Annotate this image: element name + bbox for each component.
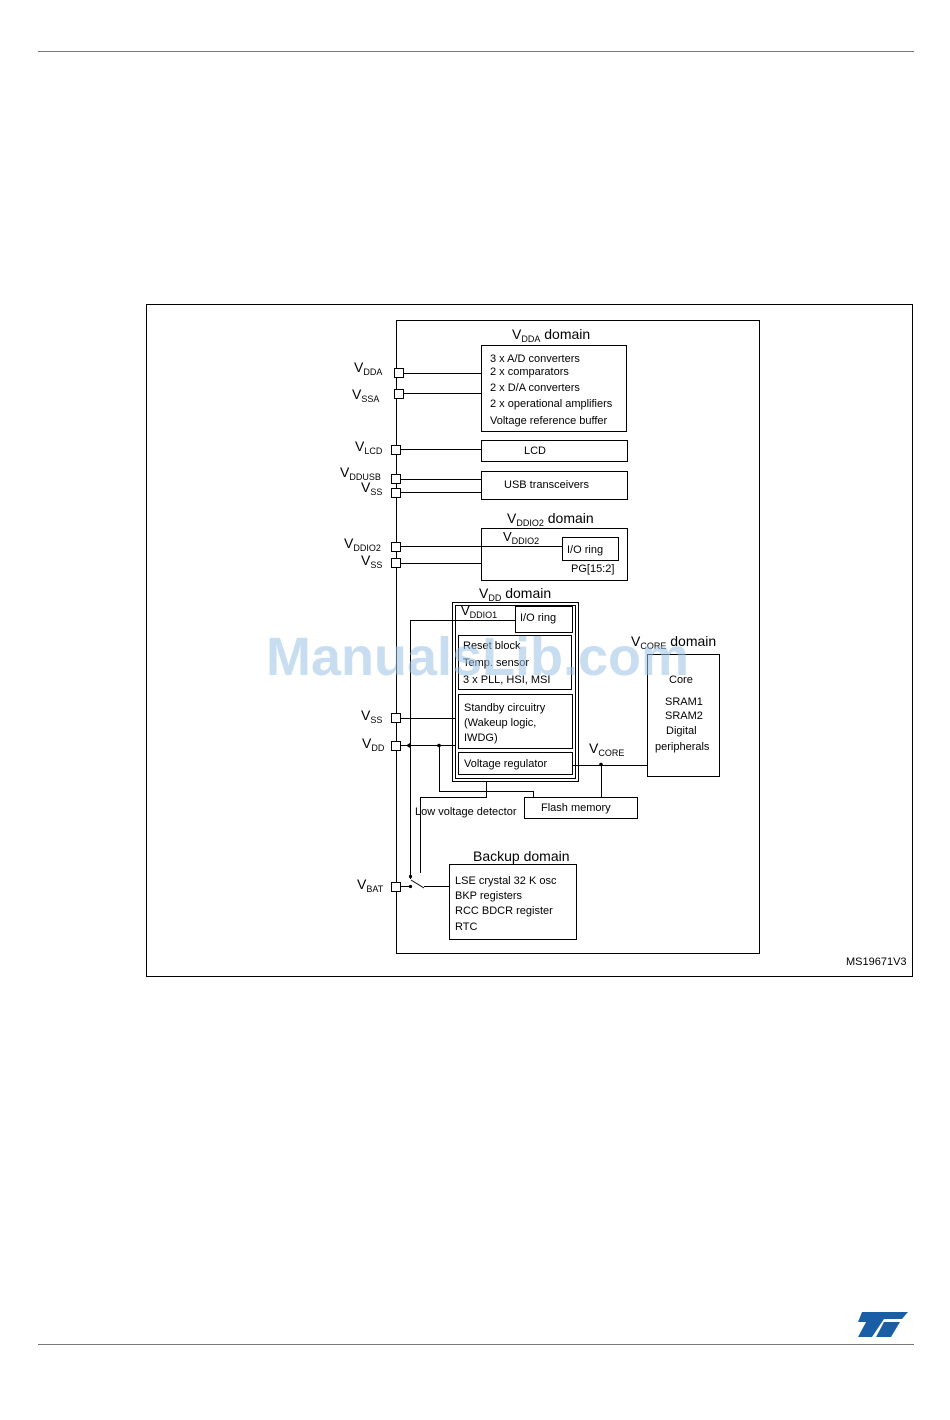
reset-item: Reset block [463, 640, 521, 652]
standby-item: IWDG) [464, 732, 498, 744]
io-ring-1-label: I/O ring [520, 612, 556, 624]
usb-block [481, 471, 628, 500]
core-item: SRAM1 [665, 696, 703, 708]
pin-vdd [391, 741, 401, 751]
analog-item: 2 x D/A converters [490, 382, 580, 394]
chip-boundary [396, 320, 760, 954]
core-item: Digital [666, 725, 697, 737]
standby-item: (Wakeup logic, [464, 717, 536, 729]
regulator-label: Voltage regulator [464, 758, 548, 770]
pin-label-vlcd: VLCD [355, 438, 383, 456]
power-switch [410, 879, 425, 889]
figure-id: MS19671V3 [846, 956, 907, 968]
core-item: Core [669, 674, 693, 686]
backup-item: RTC [455, 921, 477, 933]
pg-label: PG[15:2] [571, 563, 614, 575]
pin-label-vdda: VDDA [354, 359, 382, 377]
pin-vdda [394, 368, 404, 378]
st-logo [852, 1312, 908, 1337]
vdd-domain-title: VDD domain [479, 585, 551, 603]
analog-item: Voltage reference buffer [490, 415, 608, 427]
pin-vlcd [391, 445, 401, 455]
io-ring-2-label: I/O ring [567, 544, 603, 556]
pin-vddusb [391, 474, 401, 484]
backup-domain-title: Backup domain [473, 848, 570, 864]
pin-label-vss-io2: VSS [361, 552, 382, 570]
pin-vddio2 [391, 542, 401, 552]
backup-item: RCC BDCR register [455, 905, 553, 917]
pin-label-vbat: VBAT [357, 876, 384, 894]
lcd-label: LCD [524, 445, 546, 457]
core-item: SRAM2 [665, 710, 703, 722]
vddio2-domain-title: VDDIO2 domain [507, 510, 594, 528]
pin-vss-core [391, 713, 401, 723]
top-rule [38, 51, 914, 52]
pin-label-vdd: VDD [362, 735, 385, 753]
lcd-block [481, 440, 628, 462]
pin-label-vssa: VSSA [352, 386, 379, 404]
pin-label-vddusb: VDDUSB [340, 464, 381, 482]
standby-block [458, 694, 573, 749]
core-item: peripherals [655, 741, 710, 753]
analog-item: 3 x A/D converters [490, 353, 580, 365]
backup-item: BKP registers [455, 890, 523, 902]
vddio2-inner-label: VDDIO2 [503, 529, 539, 546]
backup-block [449, 864, 577, 940]
pin-vss-usb [391, 488, 401, 498]
regulator-block [458, 752, 573, 775]
vcore-label: VCORE [589, 740, 624, 758]
pin-vssa [394, 389, 404, 399]
vdda-domain-title: VDDA domain [512, 326, 590, 344]
analog-item: 2 x comparators [490, 366, 569, 378]
watermark: ManualsLib.com [266, 627, 689, 687]
reset-item: 3 x PLL, HSI, MSI [463, 674, 550, 686]
core-block [647, 654, 720, 777]
usb-label: USB transceivers [504, 479, 589, 491]
pin-label-vss-core: VSS [361, 707, 382, 725]
vddio1-label: VDDIO1 [461, 603, 497, 620]
pin-vbat [391, 882, 401, 892]
lvd-label: Low voltage detector [415, 806, 517, 818]
io-ring-2-block [562, 537, 619, 561]
analog-item: 2 x operational amplifiers [490, 398, 613, 410]
analog-block [481, 345, 627, 432]
backup-item: LSE crystal 32 K osc [455, 875, 557, 887]
flash-label: Flash memory [541, 802, 611, 814]
flash-block [524, 797, 638, 819]
vdd-domain-inner [455, 605, 576, 779]
vdd-domain-box [452, 602, 579, 782]
io-ring-1-block [515, 606, 573, 633]
pin-vss-io2 [391, 558, 401, 568]
pin-label-vss-usb: VSS [361, 479, 382, 497]
reset-item: Temp. sensor [463, 657, 529, 669]
figure-frame [146, 304, 913, 977]
reset-block [458, 635, 572, 690]
standby-item: Standby circuitry [464, 702, 546, 714]
bottom-rule [38, 1344, 914, 1345]
pin-label-vddio2: VDDIO2 [344, 535, 381, 553]
vcore-domain-title: VCORE domain [631, 633, 716, 651]
